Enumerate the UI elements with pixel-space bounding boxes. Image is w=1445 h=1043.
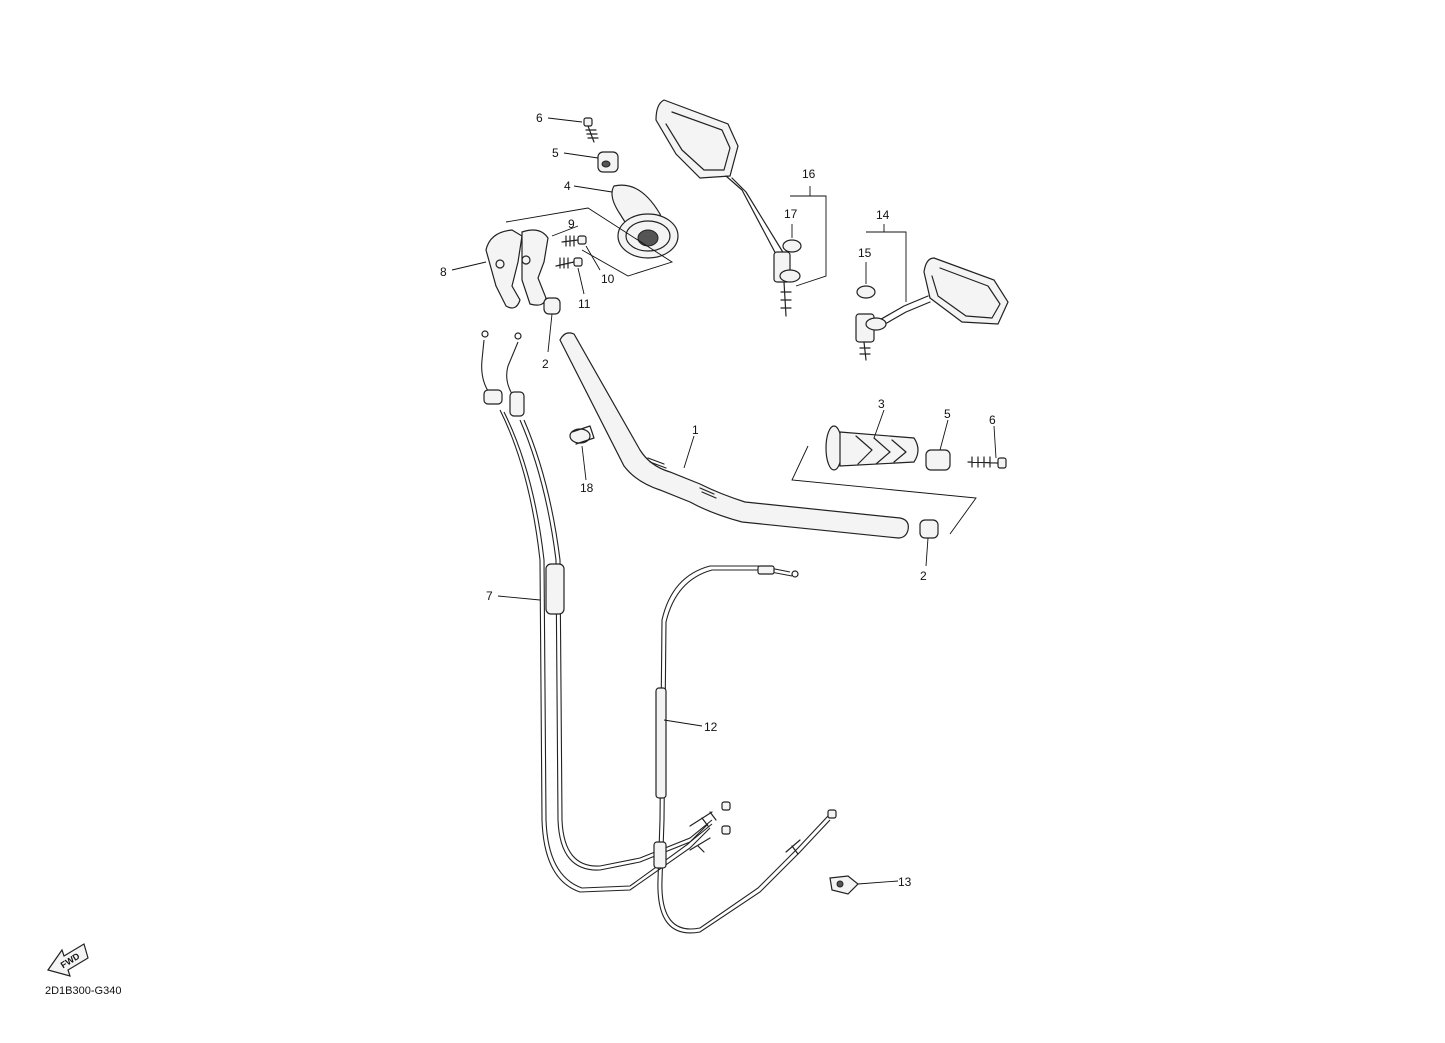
cable-clamp [829,875,859,895]
grip-end-upper [597,151,619,173]
callout-18: 18 [580,481,594,495]
callout-8: 8 [440,265,447,279]
collar-lower [919,519,939,539]
callout-6-lower: 6 [989,413,996,427]
screw-lower [967,456,1007,469]
callout-2-lower: 2 [920,569,927,583]
forward-arrow-icon: FWD [47,943,89,977]
left-mirror-cap [782,239,802,253]
callout-3: 3 [878,397,885,411]
callout-14: 14 [876,208,890,222]
right-mirror-cap [856,285,876,299]
callout-10: 10 [601,272,615,286]
left-mirror [655,99,801,317]
leader-lines [451,117,997,885]
callout-9: 9 [568,217,575,231]
callout-13: 13 [898,875,912,889]
collar-upper [543,297,561,315]
left-grip-bracket [791,445,977,535]
diagram-code: 2D1B300-G340 [45,985,122,997]
callout-11: 11 [578,297,591,311]
callout-15: 15 [858,246,872,260]
clutch-cable [653,565,837,934]
callout-4: 4 [564,179,571,193]
throttle-housing [485,229,549,309]
callout-2-upper: 2 [542,357,549,371]
housing-screw-11 [555,257,583,269]
callout-5-upper: 5 [552,146,559,160]
handlebar [559,332,909,539]
screw-upper [583,117,599,143]
callout-17: 17 [784,207,798,221]
callout-12: 12 [704,720,718,734]
housing-screw-10 [561,235,587,247]
callout-7: 7 [486,589,493,603]
cable-band [569,425,595,445]
callout-6-upper: 6 [536,111,543,125]
callout-16: 16 [802,167,816,181]
throttle-cables [481,330,731,893]
callouts: 6 5 4 9 8 10 11 2 16 17 14 15 1 3 5 6 18… [440,111,996,889]
right-mirror [855,257,1009,361]
left-grip [825,425,919,471]
callout-5-lower: 5 [944,407,951,421]
grip-assembly-bracket [505,207,674,277]
grip-end-lower [925,449,951,471]
callout-1: 1 [692,423,699,437]
throttle-grip [611,184,679,259]
